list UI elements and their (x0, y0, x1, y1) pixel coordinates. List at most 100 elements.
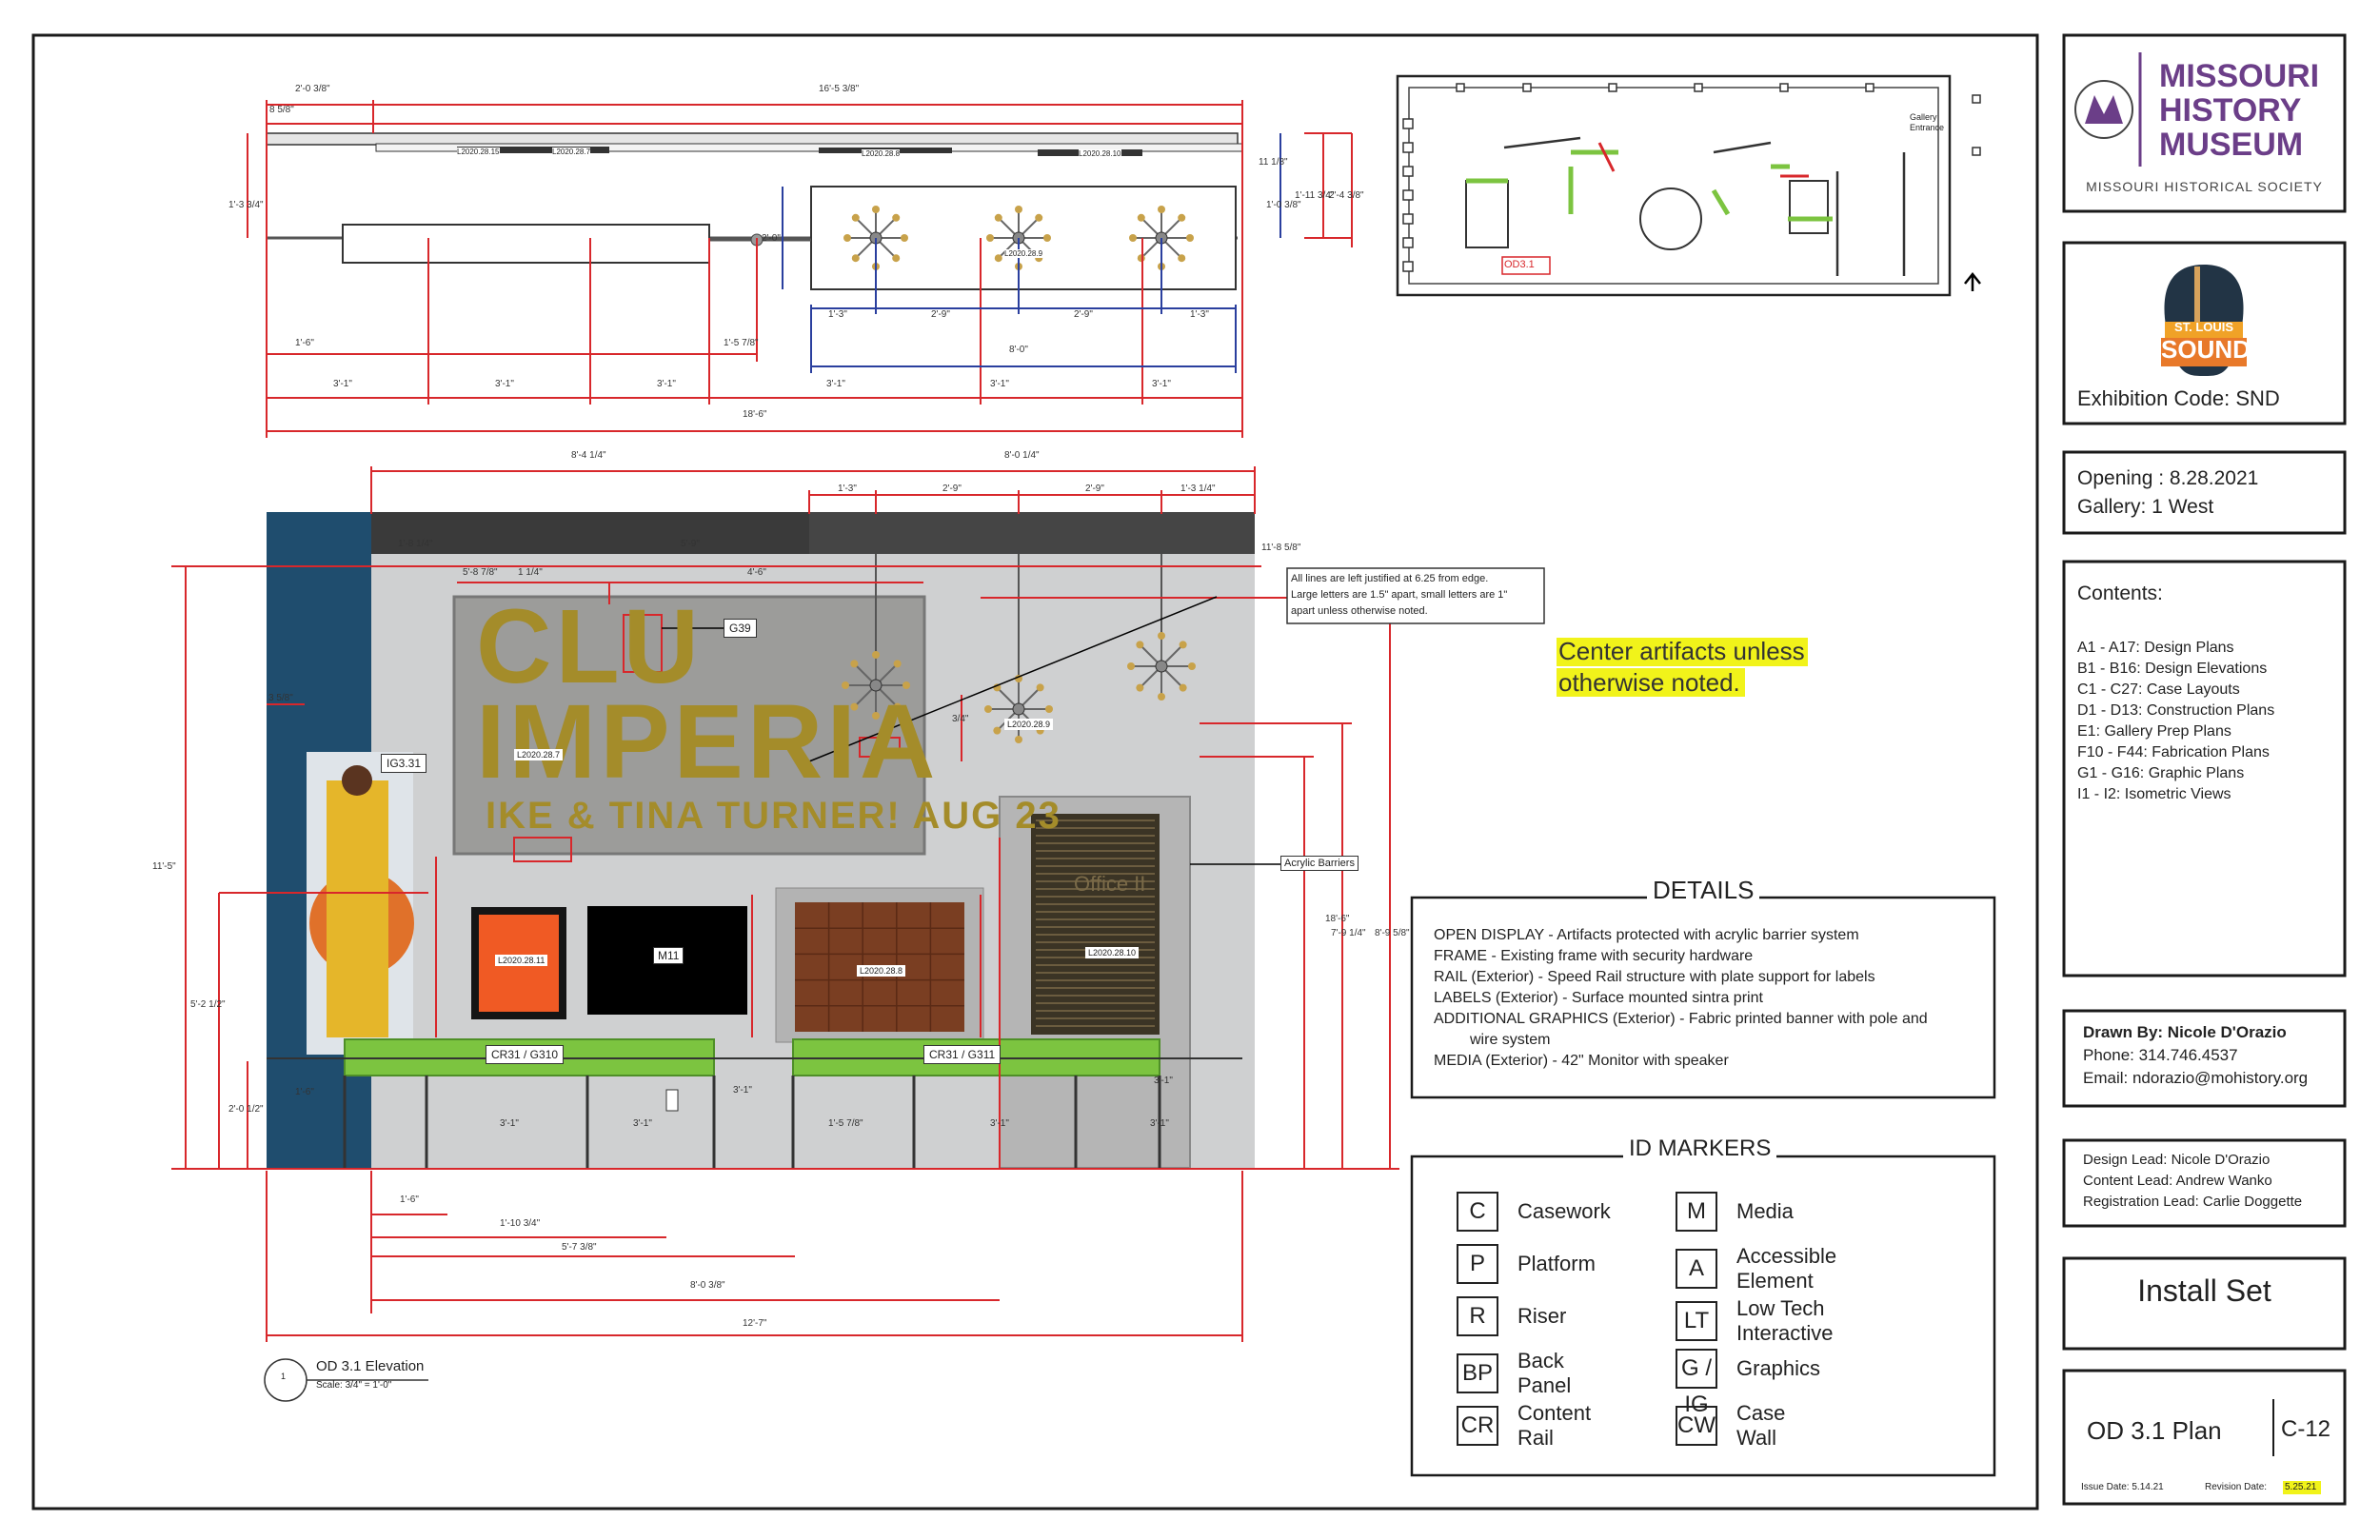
details-list: OPEN DISPLAY - Artifacts protected with … (1434, 925, 1928, 1072)
plan-object-tag: L2020.28.7 (552, 148, 591, 156)
marker-label: Low Tech Interactive (1736, 1296, 1834, 1345)
marker-code: CW (1676, 1406, 1717, 1446)
logo-line1: MISSOURI (2159, 58, 2320, 94)
dimension-label: 1'-8 1/4" (398, 539, 433, 549)
ig331-tag: IG3.31 (381, 754, 427, 773)
cr-right-tag: CR31 / G311 (923, 1045, 1002, 1064)
top-plan-view (247, 100, 1353, 438)
center-artifacts-note: Center artifacts unless otherwise noted. (1558, 636, 1805, 699)
sheet-number: C-12 (2281, 1416, 2331, 1442)
issue-date: Issue Date: 5.14.21 (2081, 1482, 2164, 1492)
contents-item: A1 - A17: Design Plans (2077, 640, 2234, 656)
elevation-chandelier (1127, 632, 1196, 701)
plan-od-label: OD3.1 (1504, 259, 1535, 270)
g39-tag: G39 (724, 619, 757, 638)
contents-title: Contents: (2077, 582, 2163, 604)
email: Email: ndorazio@mohistory.org (2083, 1069, 2309, 1087)
dimension-label: 3'-1" (1150, 1118, 1169, 1129)
marker-code: P (1457, 1244, 1498, 1284)
revision-date: 5.25.21 (2285, 1482, 2317, 1492)
dimension-label: 1'-6" (400, 1194, 419, 1205)
phone: Phone: 314.746.4537 (2083, 1046, 2238, 1064)
marker-label: Platform (1517, 1252, 1596, 1275)
dimension-label: 3'-1" (1152, 379, 1171, 389)
details-title: DETAILS (1647, 876, 1760, 905)
dimension-label: 11 1/8" (1259, 157, 1288, 168)
marker-code: R (1457, 1296, 1498, 1336)
details-line: OPEN DISPLAY - Artifacts protected with … (1434, 927, 1859, 943)
details-line: wire system (1470, 1032, 1551, 1048)
contents-item: B1 - B16: Design Elevations (2077, 661, 2268, 677)
dimension-label: 2'-0 3/8" (295, 84, 330, 94)
obj-orange-tag: L2020.28.11 (495, 955, 548, 966)
install-set: Install Set (2137, 1273, 2271, 1308)
drawn-by: Drawn By: Nicole D'Orazio (2083, 1023, 2287, 1041)
dimension-label: 5'-8 7/8" (463, 567, 498, 578)
dimension-label: 8'-9 5/8" (1375, 928, 1410, 938)
details-line: ADDITIONAL GRAPHICS (Exterior) - Fabric … (1434, 1011, 1928, 1027)
dimension-label: 3'-1" (500, 1118, 519, 1129)
dimension-label: 1'-3 3/4" (228, 200, 264, 210)
details-line: MEDIA (Exterior) - 42" Monitor with spea… (1434, 1053, 1729, 1069)
society-name: MISSOURI HISTORICAL SOCIETY (2086, 179, 2323, 194)
dimension-label: 1'-3 1/4" (1180, 484, 1216, 494)
dimension-label: 2'-9" (1074, 309, 1093, 320)
dimension-label: 5'-7 3/8" (562, 1242, 597, 1253)
gallery-entrance: Gallery Entrance (1910, 112, 1945, 132)
dimension-label: 8'-0 1/4" (1004, 450, 1040, 461)
justify-line2: Large letters are 1.5" apart, small lett… (1291, 589, 1508, 601)
marker-code: A (1676, 1249, 1717, 1289)
dimension-label: 18'-6" (743, 409, 767, 420)
registration-lead: Registration Lead: Carlie Doggette (2083, 1194, 2303, 1210)
plan-object-tag: L2020.28.10 (1079, 149, 1121, 158)
dimension-label: 1'-3" (1190, 309, 1209, 320)
dimension-label: 2'-0" (762, 233, 781, 244)
dimension-label: 1'-10 3/4" (500, 1218, 541, 1229)
id-markers-title: ID MARKERS (1623, 1135, 1777, 1162)
dimension-label: 1'-5 7/8" (828, 1118, 863, 1129)
dimension-label: 3 5/8" (268, 693, 293, 703)
dimension-label: 2'-9" (931, 309, 950, 320)
dimension-label: 7'-9 1/4" (1331, 928, 1366, 938)
title-block-frames (2062, 33, 2347, 1506)
dimension-label: 1'-11 3/4" (1295, 190, 1335, 201)
obj-door-tag: L2020.28.10 (1085, 947, 1140, 958)
obj-poster-tag: L2020.28.7 (514, 749, 564, 760)
poster-line3: IKE & TINA TURNER! AUG 23 (486, 795, 1061, 837)
acrylic-label: Acrylic Barriers (1280, 856, 1359, 871)
design-lead: Design Lead: Nicole D'Orazio (2083, 1152, 2271, 1168)
details-line: RAIL (Exterior) - Speed Rail structure w… (1434, 969, 1875, 985)
justify-note: All lines are left justified at 6.25 fro… (1291, 571, 1507, 620)
marker-code: G / IG (1676, 1349, 1717, 1417)
marker-code: M (1676, 1192, 1717, 1232)
marker-label: Graphics (1736, 1356, 1821, 1380)
dimension-label: 18'-6" (1325, 914, 1350, 924)
dimension-label: 16'-5 3/8" (819, 84, 860, 94)
marker-row: G / IG Graphics (1676, 1349, 1821, 1417)
dimension-label: 3'-1" (333, 379, 352, 389)
revision-label: Revision Date: (2205, 1482, 2268, 1492)
plan-object-tag: L2020.28.8 (862, 149, 901, 158)
dimension-label: 3'-1" (733, 1085, 752, 1096)
leads-block: Design Lead: Nicole D'Orazio Content Lea… (2083, 1150, 2302, 1213)
dimension-label: 8'-4 1/4" (571, 450, 606, 461)
m11-tag: M11 (653, 947, 684, 964)
marker-label: Back Panel (1517, 1349, 1572, 1397)
plan-object-tag: L2020.28.15 (457, 148, 500, 156)
museum-logo-text: MISSOURI HISTORY MUSEUM (2159, 59, 2319, 162)
justify-line1: All lines are left justified at 6.25 fro… (1291, 573, 1489, 584)
plan-object-tag: L2020.28.9 (1004, 249, 1043, 258)
dimension-label: 8 5/8" (269, 105, 294, 115)
dimension-label: 1'-3" (828, 309, 847, 320)
details-line: FRAME - Existing frame with security har… (1434, 948, 1754, 964)
marker-label: Content Rail (1517, 1401, 1592, 1450)
dimension-label: 3/4" (952, 714, 969, 724)
dimension-label: 5'-2 1/2" (190, 999, 226, 1010)
marker-label: Casework (1517, 1199, 1611, 1223)
